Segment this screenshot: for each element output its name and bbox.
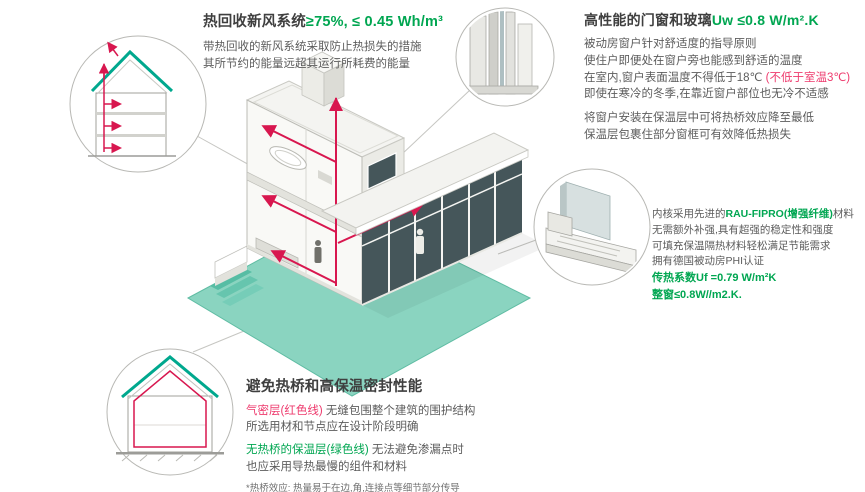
windows-title-text: 高性能的门窗和玻璃 <box>584 12 712 28</box>
window-profile-callout <box>533 168 651 286</box>
profile-line-3: 可填充保温隔热材料轻松满足节能需求 <box>652 239 831 252</box>
profile-stat-uf: 传热系数Uf =0.79 W/m²K <box>652 272 777 284</box>
person-figure-window <box>416 228 424 254</box>
thermal-envelope-callout <box>106 348 234 476</box>
windows-title-value: Uw ≤0.8 W/m².K <box>711 12 819 28</box>
insulation-layer-label: 无热桥的保温层(绿色线) <box>246 444 369 457</box>
windows-line-1: 被动房窗户针对舒适度的指导原则 <box>584 38 757 51</box>
window-sill-section-diagram <box>465 11 539 95</box>
window-glazing-callout <box>455 7 555 107</box>
profile-line-1-pre: 内核采用先进的 <box>652 208 726 220</box>
profile-text-block: 内核采用先进的RAU-FIPRO(增强纤维)材料 无需额外补强,具有超强的稳定性… <box>652 207 864 303</box>
thermal-line-2: 所选用材和节点应在设计阶段明确 <box>246 421 419 434</box>
windows-line-5: 将窗户安装在保温层中可将热桥效应降至最低 <box>584 111 814 124</box>
profile-line-4: 拥有德国被动房PHI认证 <box>652 255 765 268</box>
windows-line-3-text: 在室内,窗户表面温度不得低于18℃ <box>584 71 766 84</box>
thermal-line-3-rest: 无法避免渗漏点时 <box>368 444 464 457</box>
thermal-title: 避免热桥和高保温密封性能 <box>246 379 423 395</box>
isometric-house-illustration <box>186 51 548 397</box>
thermal-line-1: 气密层(红色线) 无缝包围整个建筑的围护结构 <box>246 403 586 419</box>
thermal-line-3: 无热桥的保温层(绿色线) 无法避免渗漏点时 <box>246 442 586 458</box>
heat-recovery-title: 热回收新风系统≥75%, ≤ 0.45 Wh/m³ <box>203 12 503 33</box>
heat-recovery-callout <box>69 35 207 173</box>
thermal-footnote: *热桥效应: 热量易于在边,角,连接点等细节部分传导 <box>246 482 460 492</box>
windows-line-2: 使住户即便处在窗户旁也能感到舒适的温度 <box>584 54 803 67</box>
heat-recovery-line-1: 带热回收的新风系统采取防止热损失的措施 <box>203 41 422 54</box>
sink-cabinet <box>318 170 332 185</box>
windows-line-3-highlight: (不低于室温3℃) <box>765 71 851 84</box>
thermal-line-1-rest: 无缝包围整个建筑的围护结构 <box>322 405 476 418</box>
profile-line-2: 无需额外补强,具有超强的稳定性和强度 <box>652 223 834 236</box>
profile-stat-uw: 整窗≤0.8W//m2.K. <box>652 288 742 301</box>
person-figure-kitchen <box>314 240 322 263</box>
thermal-line-4: 也应采用导热最慢的组件和材料 <box>246 460 407 473</box>
profile-line-1: 内核采用先进的RAU-FIPRO(增强纤维)材料 <box>652 207 864 223</box>
thermal-text-block: 避免热桥和高保温密封性能 气密层(红色线) 无缝包围整个建筑的围护结构 所选用材… <box>246 377 586 492</box>
heat-recovery-line-2: 其所节约的能量远超其运行所耗费的能量 <box>203 57 410 70</box>
heat-recovery-text-block: 热回收新风系统≥75%, ≤ 0.45 Wh/m³ 带热回收的新风系统采取防止热… <box>203 12 503 72</box>
windows-line-4: 即使在寒冷的冬季,在靠近窗户部位也无冷不适感 <box>584 88 829 101</box>
heat-recovery-title-value: ≥75%, ≤ 0.45 Wh/m³ <box>305 14 444 30</box>
windows-line-3: 在室内,窗户表面温度不得低于18℃ (不低于室温3℃) <box>584 70 862 87</box>
profile-line-1-post: 材料 <box>832 208 854 220</box>
windows-line-6: 保温层包裹住部分窗框可有效降低热损失 <box>584 128 791 141</box>
windows-text-block: 高性能的门窗和玻璃Uw ≤0.8 W/m².K 被动房窗户针对舒适度的指导原则 … <box>584 10 862 143</box>
house-glass-extension <box>320 132 530 306</box>
airtight-layer-label: 气密层(红色线) <box>246 405 323 418</box>
windows-title: 高性能的门窗和玻璃Uw ≤0.8 W/m².K <box>584 10 862 30</box>
thermal-envelope-section-diagram <box>116 355 224 462</box>
ventilation-section-diagram <box>88 41 176 157</box>
window-mullions <box>388 172 496 293</box>
window-profile-diagram <box>545 181 637 275</box>
heat-recovery-title-text: 热回收新风系统 <box>203 14 306 30</box>
bathtub <box>269 146 307 170</box>
profile-line-1-highlight: RAU-FIPRO(增强纤维) <box>725 208 833 220</box>
ventilation-ducts <box>261 97 343 286</box>
